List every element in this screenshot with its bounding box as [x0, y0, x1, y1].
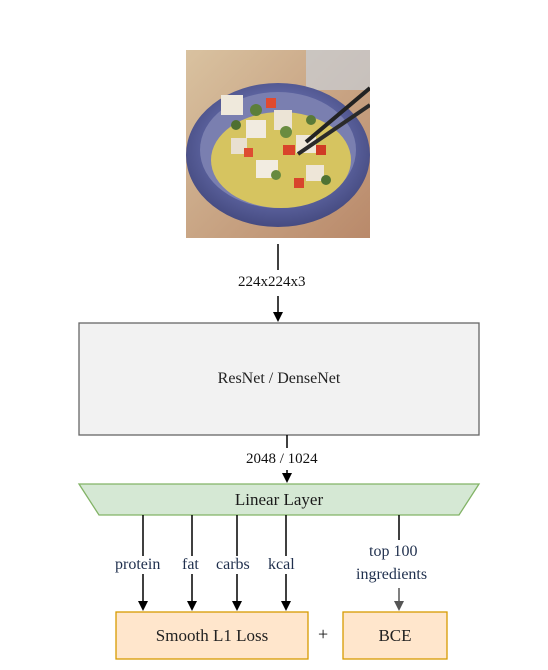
food-bowl-image [186, 50, 370, 238]
output-label-carbs: carbs [215, 556, 251, 574]
ingredients-label-line2: ingredients [356, 566, 428, 584]
smooth-l1-box [115, 611, 309, 660]
food-photo [186, 50, 370, 238]
smooth-l1-label: Smooth L1 Loss [155, 625, 269, 645]
backbone-box [78, 322, 480, 436]
linear-layer-label: Linear Layer [234, 489, 324, 509]
backbone-label: ResNet / DenseNet [217, 370, 341, 387]
ingredients-label-line1: top 100 [369, 543, 418, 561]
output-label-fat: fat [181, 556, 200, 574]
output-label-protein: protein [114, 556, 162, 574]
feature-size-label: 2048 / 1024 [246, 451, 318, 467]
output-label-kcal: kcal [267, 556, 296, 574]
plus-sign: + [318, 624, 329, 644]
bce-label: BCE [378, 625, 412, 645]
linear-layer-shape [77, 483, 481, 516]
input-size-label: 224x224x3 [238, 274, 306, 290]
bce-box [342, 611, 448, 660]
